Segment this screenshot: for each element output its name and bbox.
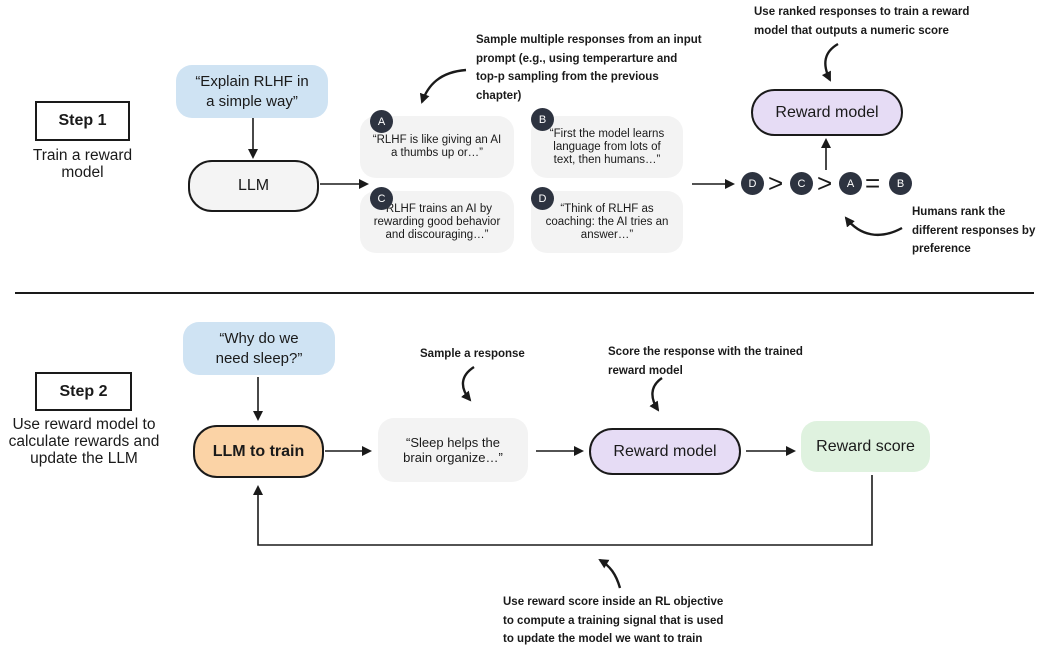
score-note-curved-arrow [649, 377, 663, 412]
step2-reward-model: Reward model [589, 428, 741, 475]
sample-note-curved-arrow [419, 68, 467, 104]
reward-score-box: Reward score [801, 421, 930, 472]
score-note: Score the response with the trained rewa… [608, 346, 803, 377]
step2-description: Use reward model to calculate rewards an… [8, 416, 160, 467]
step1-reward-model: Reward model [751, 89, 903, 136]
rank-item-2: C [790, 172, 813, 195]
response-c: “RLHF trains an AI by rewarding good beh… [360, 191, 514, 253]
step2-prompt: “Why do we need sleep?” [183, 322, 335, 375]
sample-response-note: Sample a response [420, 348, 525, 360]
step2-response: “Sleep helps the brain organize…” [378, 418, 528, 482]
step1-prompt: “Explain RLHF in a simple way” [176, 65, 328, 118]
response-d: “Think of RLHF as coaching: the AI tries… [531, 191, 683, 253]
sample-response-curved-arrow [461, 365, 475, 402]
rank-operator-3: = [865, 168, 881, 198]
step2-label: Step 2 [35, 372, 132, 411]
reward-note-curved-arrow [821, 42, 839, 82]
rank-item-4: B [889, 172, 912, 195]
rank-note-curved-arrow [844, 216, 903, 236]
feedback-loop-arrow [253, 475, 873, 546]
update-note-curved-arrow [598, 558, 622, 589]
update-note: Use reward score inside an RL objective … [503, 596, 724, 645]
rank-item-1: D [741, 172, 764, 195]
badge-b: B [531, 108, 554, 131]
step1-description: Train a reward model [32, 147, 133, 181]
step1-label: Step 1 [35, 101, 130, 141]
rank-item-3: A [839, 172, 862, 195]
rank-operator-2: > [817, 168, 833, 198]
badge-a: A [370, 110, 393, 133]
sample-multiple-note: Sample multiple responses from an input … [476, 34, 702, 102]
badge-d: D [531, 187, 554, 210]
badge-c: C [370, 187, 393, 210]
step1-llm: LLM [188, 160, 319, 212]
rank-operator-1: > [768, 168, 784, 198]
rank-note: Humans rank the different responses by p… [912, 206, 1036, 255]
response-b: “First the model learns language from lo… [531, 116, 683, 178]
reward-model-note: Use ranked responses to train a reward m… [754, 6, 970, 37]
step2-llm-to-train: LLM to train [193, 425, 324, 478]
